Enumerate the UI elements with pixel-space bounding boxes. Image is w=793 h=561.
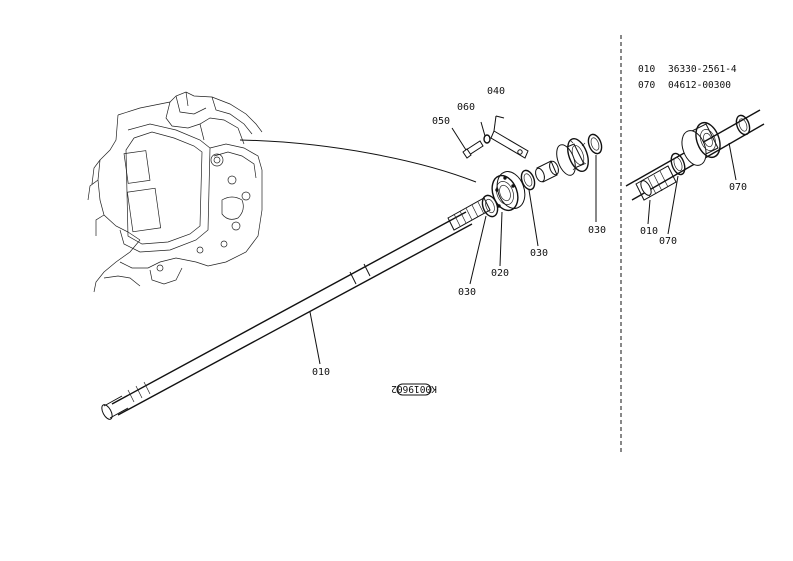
detail-callout-shaft: 010 [640,226,658,237]
bearing [491,171,526,212]
parts-row-1-number: 36330-2561-4 [668,64,737,75]
figure-stamp-text: K0019602 [391,383,437,394]
lock-washer [480,121,491,144]
detail-callout-circlip: 070 [729,182,747,193]
sleeve [535,160,559,183]
callout-bolt: 050 [432,116,450,127]
parts-row-2-code: 070 [638,80,655,91]
detail-leaders [647,142,737,235]
main-shaft [101,197,491,420]
figure-stamp: K0019602 [391,383,437,396]
circlip-right [587,133,603,155]
callout-plate: 040 [487,86,505,97]
circlip-mid [520,169,536,191]
callout-circlip-lower: 030 [458,287,476,298]
transmission-housing [87,91,263,293]
hex-bolt [451,127,484,159]
retainer-plate [490,115,529,159]
callout-shaft: 010 [312,367,330,378]
parts-row-2-number: 04612-00300 [668,80,731,91]
callout-leaders [309,155,597,365]
detail-bearing [681,121,721,166]
callout-washer: 060 [457,102,475,113]
parts-table: 010 36330-2561-4 070 04612-00300 [638,64,737,91]
detail-collar [670,152,686,176]
detail-circlip [735,114,751,136]
callout-circlip-right: 030 [588,225,606,236]
gear [556,138,589,176]
detail-callout-collar: 070 [659,236,677,247]
leader-curve [239,139,477,183]
callout-bearing: 020 [491,268,509,279]
callout-circlip-mid: 030 [530,248,548,259]
circlip-lower [481,194,499,218]
parts-row-1-code: 010 [638,64,655,75]
